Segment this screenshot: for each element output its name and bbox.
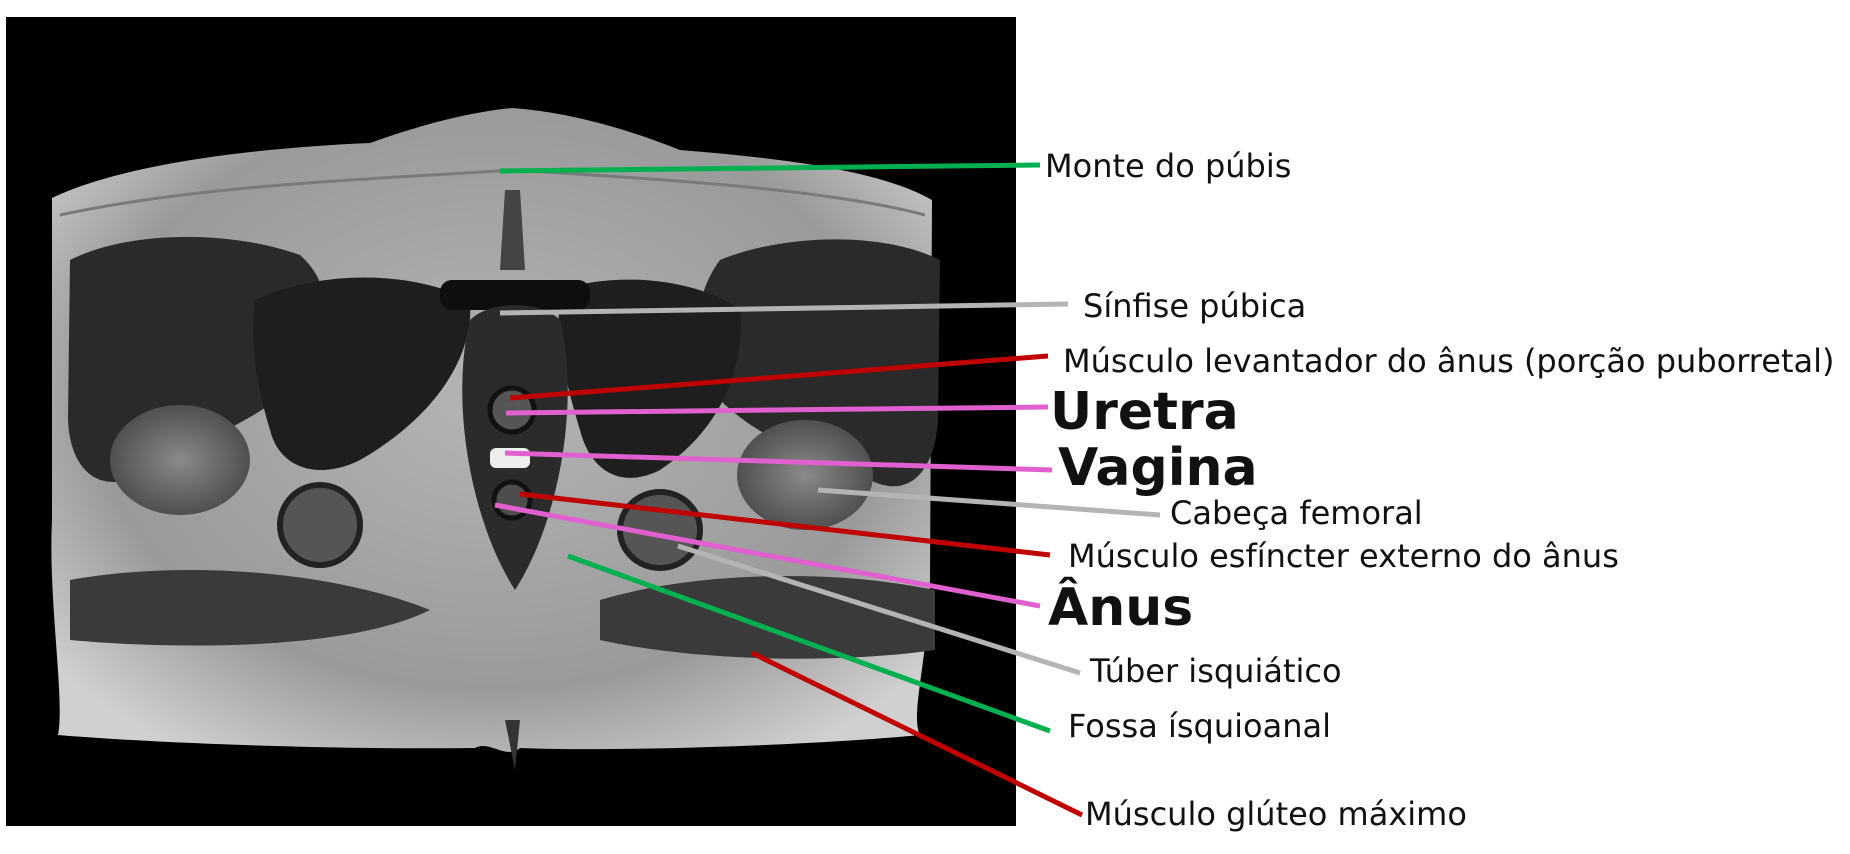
label-tuber-isquiatico: Túber isquiático [1090,652,1342,690]
leader-cabeca [817,487,1161,518]
label-musculo-gluteo: Músculo glúteo máximo [1085,795,1467,833]
leader-anus [494,502,1041,609]
leader-esfincter [519,491,1051,558]
leader-vagina [504,450,1053,473]
leader-monte [499,162,1041,174]
left-femoral-head [110,405,250,515]
label-fossa-isquioanal: Fossa ísquioanal [1068,707,1331,745]
midline-structures [440,190,590,770]
label-sinfise-pubica: Sínfise púbica [1083,287,1307,325]
leader-sinfise [499,301,1069,316]
leader-levantador [509,353,1049,401]
label-musculo-esfincter: Músculo esfíncter externo do ânus [1068,537,1619,575]
label-vagina: Vagina [1058,438,1258,498]
right-femoral-head [737,420,873,530]
label-cabeca-femoral: Cabeça femoral [1170,494,1423,532]
leader-uretra [505,404,1049,416]
right-hip-muscles [558,239,940,659]
mri-image [6,17,1016,826]
label-anus: Ânus [1048,578,1194,638]
leader-tuber [677,543,1081,676]
label-musculo-levantador: Músculo levantador do ânus (porção pubor… [1063,342,1835,380]
label-uretra: Uretra [1050,382,1239,442]
label-monte-do-pubis: Monte do púbis [1045,147,1292,185]
leader-gluteo [750,650,1084,818]
left-hip-muscles [68,236,471,646]
leader-lines [494,162,1161,818]
leader-fossa [567,553,1051,734]
